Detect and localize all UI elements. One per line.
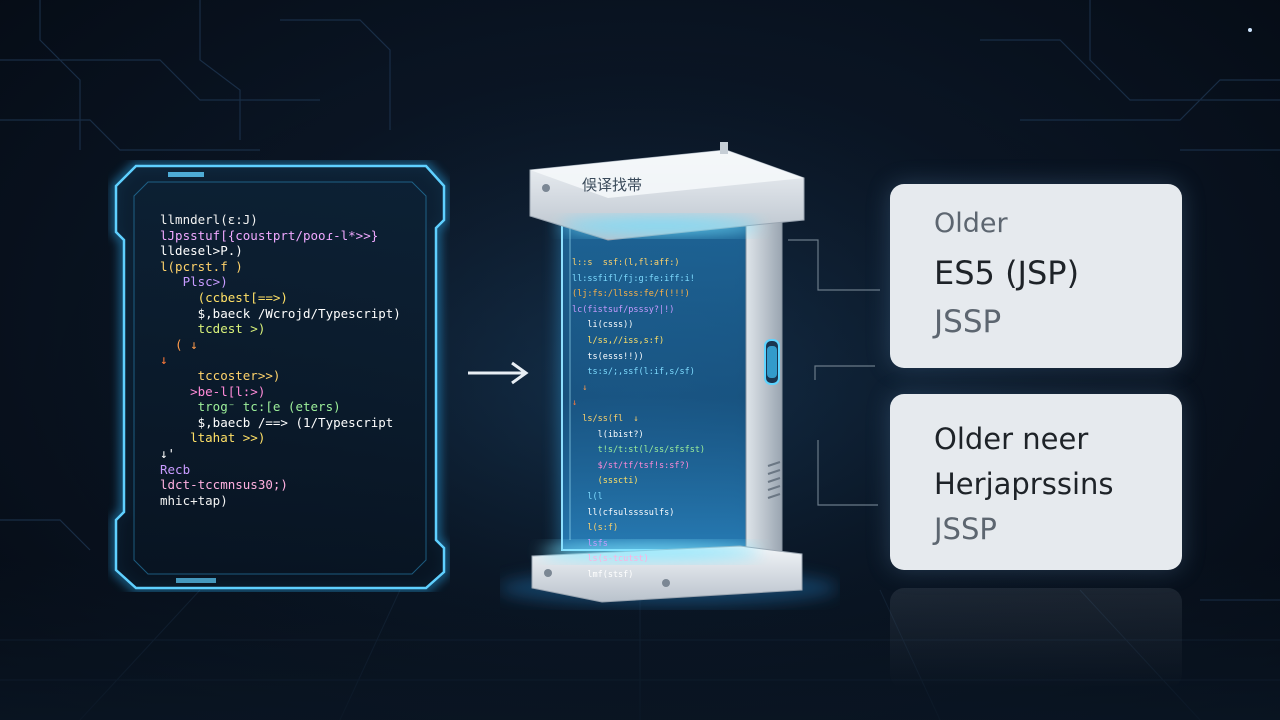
code-line: mhic+tap)	[160, 492, 228, 508]
device-screen-line: l(ibist?)	[572, 429, 644, 440]
code-line: ↓	[160, 352, 168, 368]
code-line: l(pcrst.f )	[160, 258, 243, 274]
transpiler-device	[500, 142, 838, 606]
code-line: (ccbest[==>)	[160, 289, 288, 305]
code-line: ↓'	[160, 445, 176, 461]
device-screen-code: l::s ssf:(l,fl:aff:)ll:ssfifl/fj:g:fe:if…	[572, 258, 705, 585]
device-screen-line: l::s ssf:(l,fl:aff:)	[572, 258, 680, 268]
output-card-2: Older neer Herjaprssins JSSP	[890, 394, 1182, 570]
code-line: Plsc>)	[160, 274, 228, 290]
device-screen-line: lsfs	[572, 538, 608, 549]
code-line: ltahat >>)	[160, 430, 266, 446]
device-screen-line: (lj:fs:/llsss:fe/f(!!!)	[572, 289, 690, 300]
code-line: >be-l[l:>)	[160, 383, 266, 399]
card-1-line-2: ES5 (JSP)	[934, 254, 1080, 292]
card-1-line-3: JSSP	[934, 304, 1002, 340]
code-line: lJpsstuf[{coustprt/pooɾ-l*>>}	[160, 227, 379, 243]
code-line: trog⁻ tc:[e (eters)	[160, 399, 341, 415]
device-screen-line: ↓	[572, 382, 588, 393]
right-arrow-icon	[468, 361, 529, 385]
device-screen-line: lmf(stsf)	[572, 569, 634, 580]
code-line: tccoster>>)	[160, 367, 281, 383]
code-line: tcdest >)	[160, 321, 266, 337]
code-line: lldesel>P.)	[160, 243, 243, 259]
card-2-line-1: Older neer	[934, 422, 1089, 456]
code-listing: llmnderl(ɛ:J)lJpsstuf[{coustprt/pooɾ-l*>…	[160, 212, 401, 508]
code-line: llmnderl(ɛ:J)	[160, 212, 258, 227]
card-reflection	[890, 588, 1182, 688]
device-screen-line: ls/ss(fl ↓	[572, 413, 639, 424]
device-screen-line: ↓	[572, 398, 578, 409]
device-screen-line: ts:s/;,ssf(l:if,s/sf)	[572, 367, 695, 378]
code-panel-frame	[112, 162, 448, 592]
device-screen-line: lc(fistsuf/psssy?|!)	[572, 304, 675, 315]
device-screen-line: ls(s-tcutst)	[572, 554, 649, 565]
device-screen-line: t!s/t:st(l/ss/sfsfst)	[572, 445, 706, 456]
device-screen-line: l(l	[572, 491, 603, 502]
device-screen-line: ll(cfsulssssulfs)	[572, 507, 675, 518]
device-screen-line: li(csss))	[572, 320, 634, 331]
output-card-1: Older ES5 (JSP) JSSP	[890, 184, 1182, 368]
device-screen-line: l/ss,//iss,s:f)	[572, 335, 665, 346]
device-screen-line: $/st/tf/tsf!s:sf?)	[572, 460, 690, 471]
code-line: $,baecb /==> (1/Typescript	[160, 414, 394, 430]
card-2-line-3: JSSP	[934, 512, 997, 546]
code-line: $,baeck /Wcrojd/Typescript)	[160, 305, 401, 321]
code-line: ldct-tccmnsus30;)	[160, 477, 288, 493]
device-screen-line: ts(esss!!))	[572, 351, 644, 362]
device-screen-line: ll:ssfifl/fj:g:fe:iff:i!	[572, 273, 695, 284]
card-1-line-1: Older	[934, 208, 1008, 239]
device-label: 俁译找帯	[581, 176, 642, 194]
card-2-line-2: Herjaprssins	[934, 467, 1114, 501]
code-panel: llmnderl(ɛ:J)lJpsstuf[{coustprt/pooɾ-l*>…	[108, 160, 450, 592]
code-line: Recb	[160, 461, 191, 477]
device-screen-line: l(s:f)	[572, 523, 619, 534]
code-line: ( ↓	[160, 336, 198, 352]
device-screen-line: (ssscti)	[572, 476, 639, 487]
